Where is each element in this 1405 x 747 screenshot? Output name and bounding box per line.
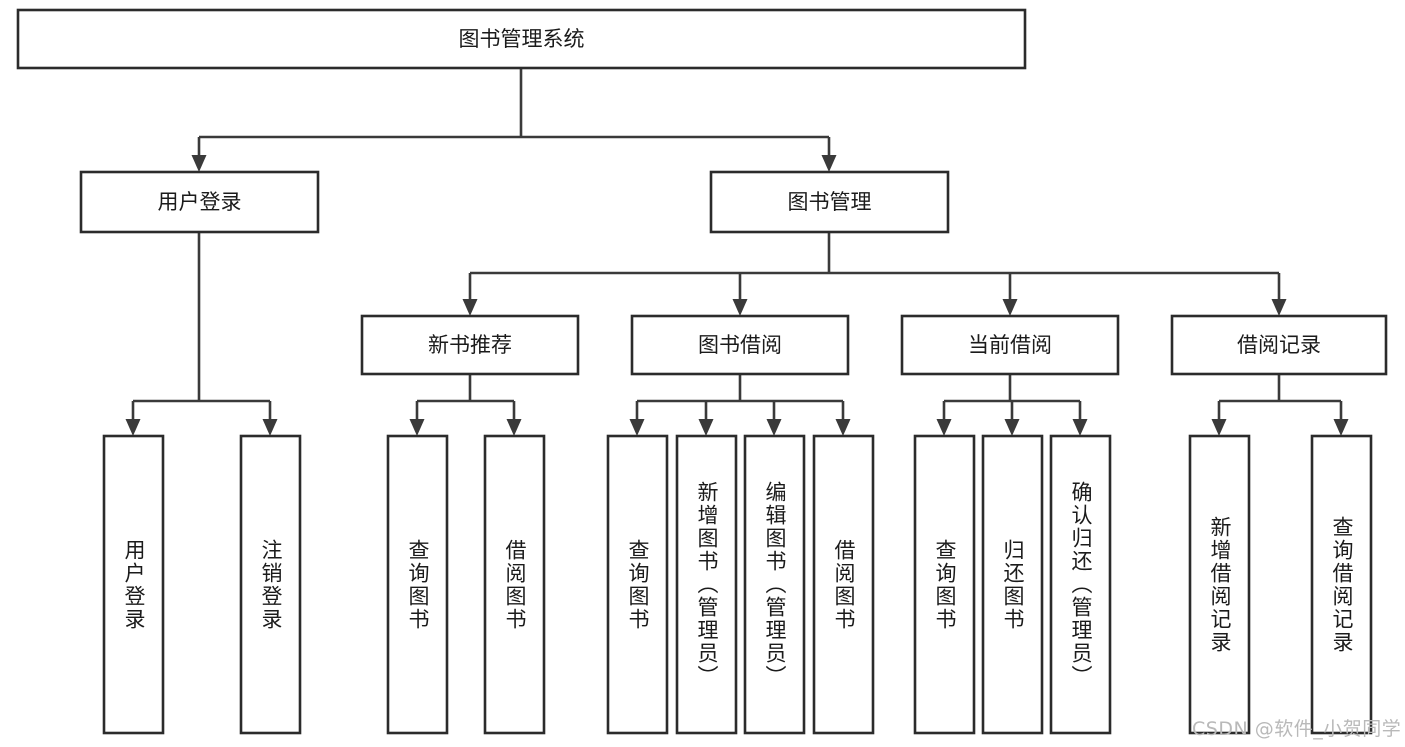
node-leaf-query-book-3-rect[interactable] — [913, 434, 976, 735]
connector-conn-book-borrow — [629, 374, 851, 436]
node-user-login-rect[interactable] — [79, 170, 320, 234]
arrow-head-icon — [1004, 419, 1020, 436]
node-leaf-return-book[interactable] — [981, 434, 1044, 735]
node-current-borrow[interactable]: 当前借阅 — [900, 314, 1120, 376]
arrow-head-icon — [1002, 299, 1018, 316]
node-current-borrow-rect[interactable] — [900, 314, 1120, 376]
arrow-head-icon — [125, 419, 141, 436]
arrow-head-icon — [821, 155, 837, 172]
arrow-head-icon — [409, 419, 425, 436]
node-leaf-user-login-rect[interactable] — [102, 434, 165, 735]
node-book-manage-label: 图书管理 — [788, 190, 872, 214]
node-leaf-query-book-1[interactable] — [386, 434, 449, 735]
arrow-head-icon — [1072, 419, 1088, 436]
node-leaf-borrow-book-2[interactable] — [812, 434, 875, 735]
node-leaf-add-record-rect[interactable] — [1188, 434, 1251, 735]
arrow-head-icon — [629, 419, 645, 436]
node-root-system-rect[interactable] — [16, 8, 1027, 70]
arrow-head-icon — [462, 299, 478, 316]
arrow-head-icon — [835, 419, 851, 436]
node-book-manage[interactable]: 图书管理 — [709, 170, 950, 234]
node-leaf-user-login[interactable] — [102, 434, 165, 735]
arrow-head-icon — [766, 419, 782, 436]
node-root-system[interactable]: 图书管理系统 — [16, 8, 1027, 70]
connector-conn-borrow-record — [1211, 374, 1349, 436]
connector-conn-new-book — [409, 374, 522, 436]
csdn-watermark: CSDN @软件_小贺同学 — [1192, 718, 1402, 740]
node-leaf-return-book-rect[interactable] — [981, 434, 1044, 735]
connector-conn-root — [191, 68, 837, 172]
node-borrow-record-label: 借阅记录 — [1237, 333, 1321, 357]
arrow-head-icon — [262, 419, 278, 436]
node-leaf-borrow-book-2-rect[interactable] — [812, 434, 875, 735]
arrow-head-icon — [698, 419, 714, 436]
node-leaf-borrow-book-1[interactable] — [483, 434, 546, 735]
node-book-borrow[interactable]: 图书借阅 — [630, 314, 850, 376]
node-leaf-query-book-3[interactable] — [913, 434, 976, 735]
node-leaf-edit-book[interactable] — [743, 434, 806, 735]
connectors-layer — [125, 68, 1349, 436]
node-book-manage-rect[interactable] — [709, 170, 950, 234]
node-root-system-label: 图书管理系统 — [459, 27, 585, 51]
node-user-login-label: 用户登录 — [158, 190, 242, 214]
node-leaf-confirm-return-rect[interactable] — [1049, 434, 1112, 735]
arrow-head-icon — [1333, 419, 1349, 436]
arrow-head-icon — [1211, 419, 1227, 436]
node-new-book-recommend-label: 新书推荐 — [428, 333, 512, 357]
arrow-head-icon — [936, 419, 952, 436]
arrow-head-icon — [191, 155, 207, 172]
connector-conn-current-borrow — [936, 374, 1088, 436]
node-leaf-add-book-rect[interactable] — [675, 434, 738, 735]
node-leaf-edit-book-rect[interactable] — [743, 434, 806, 735]
node-leaf-borrow-book-1-rect[interactable] — [483, 434, 546, 735]
node-new-book-recommend-rect[interactable] — [360, 314, 580, 376]
node-leaf-add-record[interactable] — [1188, 434, 1251, 735]
node-leaf-query-book-2[interactable] — [606, 434, 669, 735]
node-borrow-record[interactable]: 借阅记录 — [1170, 314, 1388, 376]
node-leaf-user-logout[interactable] — [239, 434, 302, 735]
arrow-head-icon — [1271, 299, 1287, 316]
node-leaf-query-book-2-rect[interactable] — [606, 434, 669, 735]
node-leaf-user-logout-rect[interactable] — [239, 434, 302, 735]
node-book-borrow-rect[interactable] — [630, 314, 850, 376]
node-new-book-recommend[interactable]: 新书推荐 — [360, 314, 580, 376]
node-leaf-add-book[interactable] — [675, 434, 738, 735]
arrow-head-icon — [732, 299, 748, 316]
node-leaf-confirm-return[interactable] — [1049, 434, 1112, 735]
node-leaf-query-book-1-rect[interactable] — [386, 434, 449, 735]
connector-conn-user-login — [125, 232, 278, 436]
node-leaf-query-record[interactable] — [1310, 434, 1373, 735]
node-user-login[interactable]: 用户登录 — [79, 170, 320, 234]
node-current-borrow-label: 当前借阅 — [968, 333, 1052, 357]
connector-conn-book-manage — [462, 232, 1287, 316]
node-leaf-query-record-rect[interactable] — [1310, 434, 1373, 735]
node-book-borrow-label: 图书借阅 — [698, 333, 782, 357]
arrow-head-icon — [506, 419, 522, 436]
node-borrow-record-rect[interactable] — [1170, 314, 1388, 376]
